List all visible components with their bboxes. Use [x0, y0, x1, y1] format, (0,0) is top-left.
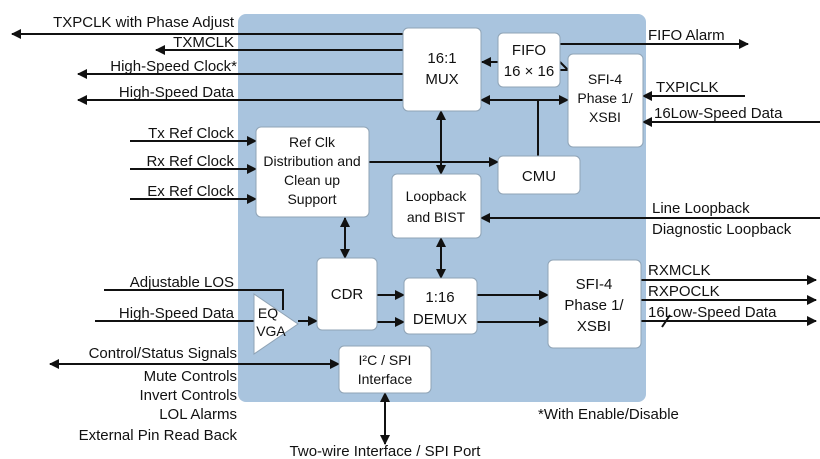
sfi-rx-label-3: XSBI [577, 318, 611, 335]
label-ex-ref: Ex Ref Clock [147, 183, 234, 200]
cdr-block: CDR [316, 257, 378, 331]
label-diag-loop: Diagnostic Loopback [652, 221, 792, 238]
label-fifo-alarm: FIFO Alarm [648, 27, 725, 44]
label-adj-los: Adjustable LOS [130, 274, 234, 291]
sfi-rx-block: SFI-4 Phase 1/ XSBI [547, 259, 642, 349]
refclk-label-2: Distribution and [263, 153, 360, 169]
eq-vga-amplifier: EQ VGA [253, 293, 299, 355]
signal-labels: TXPCLK with Phase Adjust TXMCLK High-Spe… [53, 14, 792, 459]
sfi-rx-label-2: Phase 1/ [564, 297, 624, 314]
eq-label-2: VGA [256, 323, 286, 339]
fifo-label-1: FIFO [512, 42, 546, 59]
label-rxmclk: RXMCLK [648, 262, 711, 279]
label-line-loop: Line Loopback [652, 200, 750, 217]
refclk-label-3: Clean up [284, 172, 340, 188]
label-rx-ref: Rx Ref Clock [146, 153, 234, 170]
cmu-label: CMU [522, 168, 556, 185]
label-hs-data-in: High-Speed Data [119, 305, 235, 322]
mux-label-2: MUX [425, 71, 458, 88]
demux-block: 1:16 DEMUX [403, 277, 478, 335]
refclk-label-1: Ref Clk [289, 134, 336, 150]
mux-block: 16:1 MUX [402, 27, 482, 112]
label-lol: LOL Alarms [159, 406, 237, 423]
label-ext-pin: External Pin Read Back [79, 427, 238, 444]
label-hs-data-out: High-Speed Data [119, 84, 235, 101]
refclk-block: Ref Clk Distribution and Clean up Suppor… [255, 126, 370, 218]
i2c-label-2: Interface [358, 371, 413, 387]
label-lowspeed-out: 16Low-Speed Data [648, 304, 777, 321]
loopback-block: Loopback and BIST [391, 173, 482, 239]
label-txpclk: TXPCLK with Phase Adjust [53, 14, 235, 31]
loopback-label-1: Loopback [406, 188, 468, 204]
sfi-rx-label-1: SFI-4 [576, 276, 613, 293]
footnote: *With Enable/Disable [538, 406, 679, 423]
label-hs-clock: High-Speed Clock* [110, 58, 237, 75]
fifo-block: FIFO 16 × 16 [497, 32, 561, 88]
i2c-label-1: I²C / SPI [359, 352, 412, 368]
cdr-label: CDR [331, 286, 364, 303]
label-mute: Mute Controls [144, 368, 237, 385]
connections [11, 29, 820, 445]
fifo-label-2: 16 × 16 [504, 63, 554, 80]
mux-label-1: 16:1 [427, 50, 456, 67]
demux-label-1: 1:16 [425, 289, 454, 306]
refclk-label-4: Support [287, 191, 336, 207]
sfi-tx-label-1: SFI-4 [588, 71, 622, 87]
sfi-tx-label-2: Phase 1/ [577, 90, 632, 106]
label-tx-ref: Tx Ref Clock [148, 125, 234, 142]
label-lowspeed-in: 16Low-Speed Data [654, 105, 783, 122]
label-invert: Invert Controls [139, 387, 237, 404]
sfi-tx-block: SFI-4 Phase 1/ XSBI [567, 53, 644, 148]
i2c-block: I²C / SPI Interface [338, 345, 432, 394]
label-rxpoclk: RXPOCLK [648, 283, 720, 300]
cmu-block: CMU [497, 155, 581, 195]
sfi-tx-label-3: XSBI [589, 109, 621, 125]
label-two-wire: Two-wire Interface / SPI Port [290, 443, 482, 459]
label-txpiclk: TXPICLK [656, 79, 719, 96]
label-txmclk: TXMCLK [173, 34, 234, 51]
demux-label-2: DEMUX [413, 311, 467, 328]
eq-label-1: EQ [258, 305, 278, 321]
loopback-label-2: and BIST [407, 209, 466, 225]
label-control: Control/Status Signals [89, 345, 237, 362]
